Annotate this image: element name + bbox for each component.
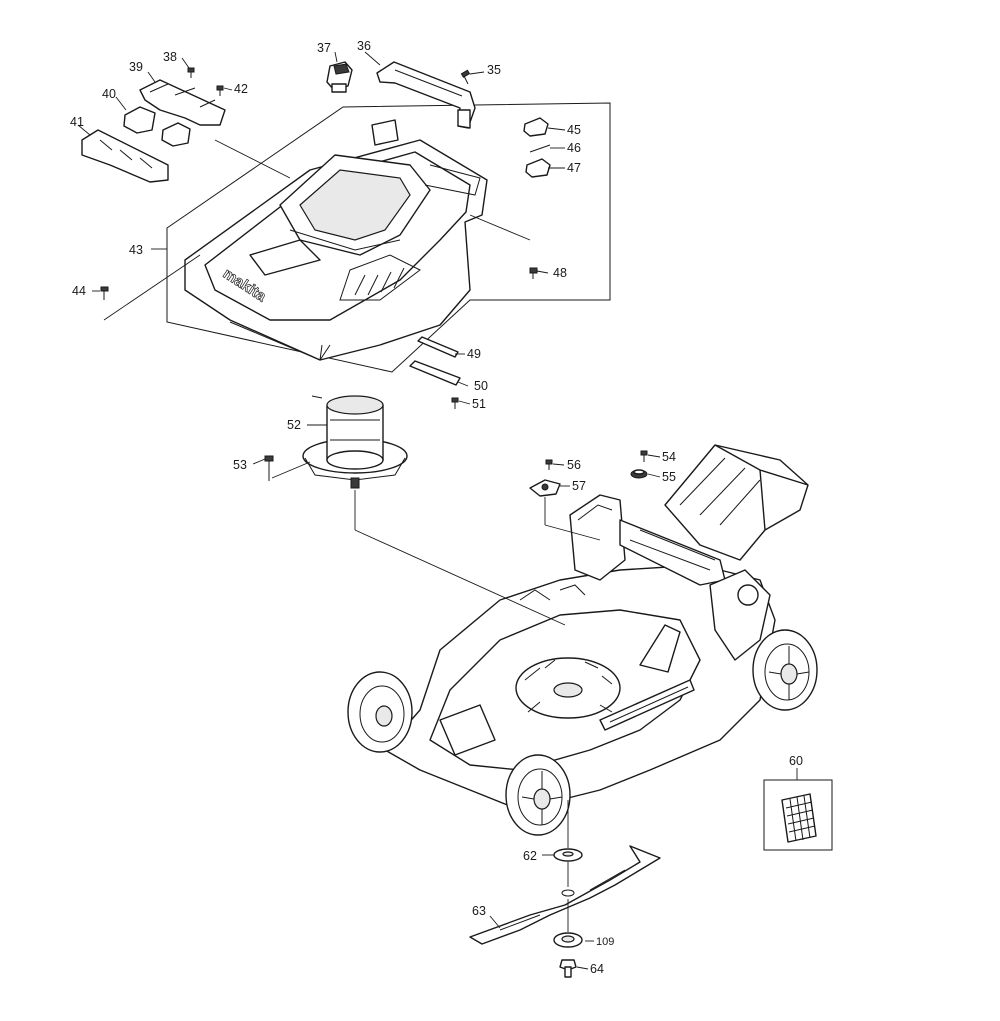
callout-49: 49 [467, 347, 481, 361]
washer-62 [553, 848, 583, 862]
part-60-box [763, 779, 833, 851]
callout-62: 62 [523, 849, 537, 863]
callout-40: 40 [102, 87, 116, 101]
callout-64: 64 [590, 962, 604, 976]
mower-deck [384, 494, 776, 811]
handle-part [376, 61, 476, 129]
callout-54: 54 [662, 450, 676, 464]
leader-lines [77, 51, 798, 970]
callout-63: 63 [472, 904, 486, 918]
spring-46 [529, 144, 551, 153]
screw-54 [640, 450, 648, 462]
callout-52: 52 [287, 418, 301, 432]
battery-cover-41 [81, 129, 169, 183]
callout-labels: 35 36 37 38 39 40 41 42 43 44 45 46 47 4… [70, 39, 803, 976]
cover-frame [166, 102, 611, 373]
screw-42 [216, 85, 224, 96]
screw-38 [187, 67, 195, 78]
rod-50 [409, 360, 461, 386]
callout-57: 57 [572, 479, 586, 493]
top-cover: makita [184, 119, 488, 361]
battery-cover-40 [123, 106, 191, 147]
screw-35 [460, 69, 471, 85]
washer-109 [553, 932, 583, 948]
callout-38: 38 [163, 50, 177, 64]
wheel-front-left [505, 754, 571, 836]
rod-49 [417, 336, 459, 358]
callout-48: 48 [553, 266, 567, 280]
callout-60: 60 [789, 754, 803, 768]
bracket-57 [529, 479, 561, 497]
callout-39: 39 [129, 60, 143, 74]
wheel-rear-left [347, 671, 413, 753]
callout-41: 41 [70, 115, 84, 129]
callout-35: 35 [487, 63, 501, 77]
callout-51: 51 [472, 397, 486, 411]
latch-47 [525, 158, 551, 178]
callout-53: 53 [233, 458, 247, 472]
screw-51 [451, 397, 459, 409]
grass-box [664, 444, 809, 561]
filter-60 [781, 793, 817, 843]
callout-55: 55 [662, 470, 676, 484]
wheel-rear-right [752, 629, 818, 711]
callout-44: 44 [72, 284, 86, 298]
screw-53 [264, 455, 274, 481]
washer-55 [630, 469, 648, 479]
callout-47: 47 [567, 161, 581, 175]
screw-44 [100, 286, 109, 300]
callout-109: 109 [596, 936, 614, 948]
blade-63 [469, 845, 661, 945]
screw-56 [545, 459, 553, 470]
motor-part [302, 395, 408, 489]
callout-37: 37 [317, 41, 331, 55]
bolt-64 [559, 959, 577, 978]
callout-45: 45 [567, 123, 581, 137]
callout-46: 46 [567, 141, 581, 155]
callout-50: 50 [474, 379, 488, 393]
screw-48 [529, 267, 538, 279]
callout-42: 42 [234, 82, 248, 96]
knob-part [326, 61, 353, 93]
callout-43: 43 [129, 243, 143, 257]
latch-45 [523, 117, 549, 137]
callout-56: 56 [567, 458, 581, 472]
callout-36: 36 [357, 39, 371, 53]
battery-cover-39 [139, 79, 226, 126]
